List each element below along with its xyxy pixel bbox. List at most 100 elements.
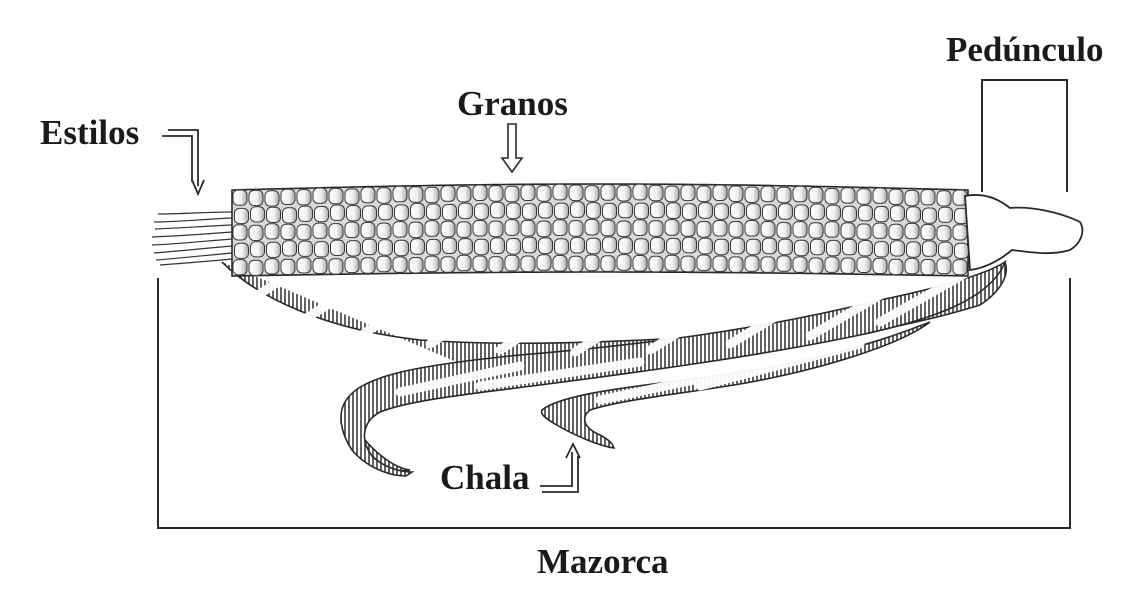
kernel bbox=[459, 239, 473, 255]
kernel bbox=[537, 221, 551, 237]
kernel bbox=[393, 222, 407, 238]
kernel bbox=[827, 240, 841, 255]
kernel bbox=[425, 256, 439, 272]
kernel bbox=[633, 184, 647, 200]
kernel bbox=[377, 223, 391, 238]
kernel bbox=[827, 205, 841, 220]
kernel bbox=[697, 255, 711, 271]
kernel bbox=[891, 206, 905, 221]
kernel bbox=[329, 188, 343, 203]
kernel bbox=[251, 242, 265, 257]
kernel bbox=[697, 222, 711, 238]
kernel bbox=[297, 258, 311, 273]
kernel bbox=[425, 187, 439, 203]
kernel bbox=[235, 243, 249, 258]
kernel bbox=[667, 238, 681, 254]
kernel bbox=[313, 258, 327, 273]
kernel bbox=[393, 257, 407, 273]
kernel bbox=[409, 187, 423, 203]
kernel bbox=[809, 223, 823, 238]
kernel bbox=[537, 255, 551, 271]
kernel bbox=[889, 189, 903, 204]
kernel bbox=[633, 256, 647, 272]
kernel bbox=[955, 243, 969, 258]
kernel bbox=[619, 202, 633, 218]
kernel bbox=[635, 203, 649, 219]
kernel bbox=[857, 189, 871, 204]
kernel bbox=[905, 190, 919, 205]
peduncle-shape bbox=[965, 195, 1082, 270]
kernel bbox=[411, 239, 425, 255]
kernel bbox=[473, 185, 487, 201]
kernel bbox=[681, 221, 695, 237]
kernel bbox=[299, 206, 313, 221]
kernel bbox=[569, 256, 583, 272]
kernel bbox=[233, 225, 247, 240]
kernel bbox=[841, 223, 855, 238]
kernel bbox=[249, 190, 263, 205]
kernel bbox=[553, 184, 567, 200]
kernel bbox=[953, 260, 967, 275]
kernel bbox=[379, 204, 393, 219]
kernel bbox=[379, 240, 393, 255]
kernel bbox=[793, 257, 807, 273]
kernel bbox=[713, 221, 727, 237]
kernel bbox=[427, 204, 441, 220]
kernel bbox=[873, 223, 887, 238]
kernel bbox=[491, 202, 505, 218]
kernel bbox=[601, 185, 615, 201]
kernel bbox=[699, 238, 713, 254]
kernel bbox=[889, 224, 903, 239]
kernel bbox=[457, 222, 471, 238]
kernel bbox=[361, 187, 375, 202]
kernel bbox=[777, 256, 791, 272]
kernel bbox=[633, 220, 647, 236]
kernel bbox=[683, 237, 697, 253]
label-estilos: Estilos bbox=[40, 115, 139, 150]
kernel bbox=[233, 260, 247, 275]
kernel bbox=[713, 256, 727, 272]
kernel bbox=[363, 206, 377, 221]
silks bbox=[152, 212, 232, 265]
kernel bbox=[457, 255, 471, 270]
kernel bbox=[393, 186, 407, 202]
kernel bbox=[617, 221, 631, 237]
kernel bbox=[347, 241, 361, 256]
kernel bbox=[795, 240, 809, 256]
kernel bbox=[617, 185, 631, 201]
kernel bbox=[729, 222, 743, 238]
kernel bbox=[745, 187, 759, 203]
kernel bbox=[505, 220, 519, 236]
kernel bbox=[859, 205, 873, 220]
kernel bbox=[475, 239, 489, 255]
kernel bbox=[283, 208, 297, 223]
kernel bbox=[571, 202, 585, 218]
kernel bbox=[921, 190, 935, 205]
kernel bbox=[875, 242, 889, 257]
kernel bbox=[553, 256, 567, 272]
kernel bbox=[585, 186, 599, 202]
kernel bbox=[873, 188, 887, 203]
kernel bbox=[891, 241, 905, 256]
kernel bbox=[713, 185, 727, 201]
kernel bbox=[313, 188, 327, 203]
kernel bbox=[699, 203, 713, 219]
kernel bbox=[297, 225, 311, 240]
label-granos: Granos bbox=[457, 86, 568, 121]
kernel bbox=[395, 205, 409, 221]
kernel bbox=[937, 191, 951, 206]
label-pedunculo: Pedúnculo bbox=[946, 32, 1104, 67]
kernel bbox=[953, 225, 967, 240]
kernel bbox=[857, 257, 871, 272]
kernel bbox=[473, 221, 487, 237]
kernel bbox=[281, 259, 295, 274]
kernel bbox=[377, 256, 391, 271]
kernel bbox=[921, 260, 935, 275]
kernel bbox=[281, 224, 295, 239]
kernel bbox=[907, 207, 921, 222]
kernel bbox=[233, 190, 247, 205]
kernel bbox=[441, 221, 455, 237]
kernel bbox=[731, 238, 745, 254]
kernel bbox=[937, 259, 951, 274]
